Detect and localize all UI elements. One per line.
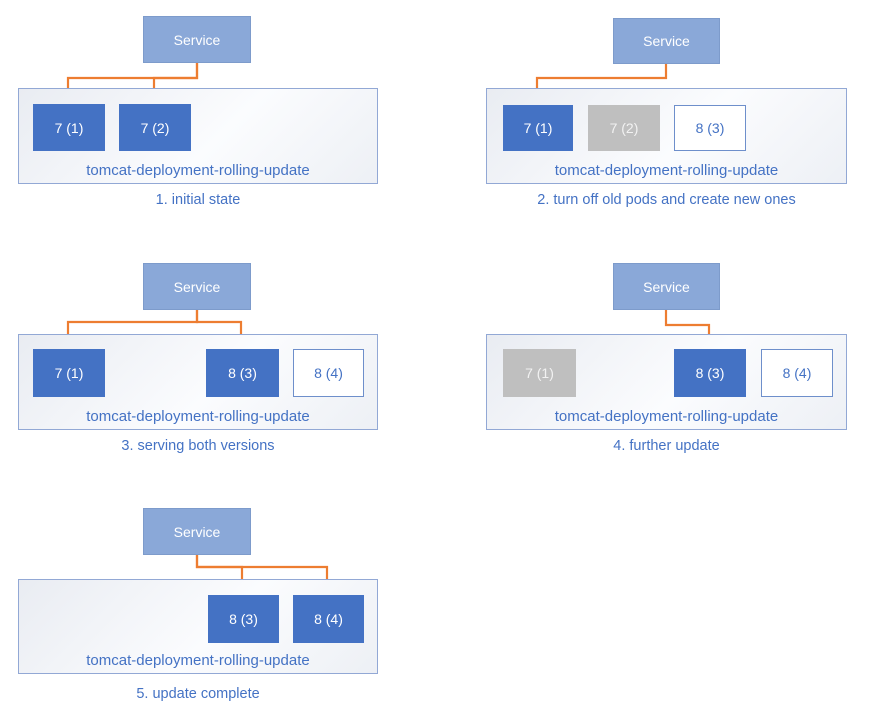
pod-7-1: 7 (1) [33, 349, 105, 397]
pod-8-3: 8 (3) [674, 105, 746, 151]
pod-8-4: 8 (4) [761, 349, 833, 397]
service-box-4: Service [613, 263, 720, 310]
deployment-box-4: 7 (1) 8 (3) 8 (4) tomcat-deployment-roll… [486, 334, 847, 430]
deployment-box-3: 7 (1) 8 (3) 8 (4) tomcat-deployment-roll… [18, 334, 378, 430]
deployment-label-2: tomcat-deployment-rolling-update [554, 162, 779, 179]
pod-7-1: 7 (1) [33, 104, 105, 151]
pod-7-2: 7 (2) [119, 104, 191, 151]
caption-further-update: 4. further update [613, 438, 720, 454]
deployment-label-4: tomcat-deployment-rolling-update [554, 408, 779, 425]
deployment-box-2: 7 (1) 7 (2) 8 (3) tomcat-deployment-roll… [486, 88, 847, 184]
service-box-1: Service [143, 16, 251, 63]
deployment-label-5: tomcat-deployment-rolling-update [86, 652, 310, 669]
service-box-3: Service [143, 263, 251, 310]
deployment-box-1: 7 (1) 7 (2) tomcat-deployment-rolling-up… [18, 88, 378, 184]
pod-8-3: 8 (3) [206, 349, 279, 397]
deployment-box-5: 8 (3) 8 (4) tomcat-deployment-rolling-up… [18, 579, 378, 674]
service-box-2: Service [613, 18, 720, 64]
pod-7-2: 7 (2) [588, 105, 660, 151]
caption-update-complete: 5. update complete [136, 686, 260, 702]
pod-8-4: 8 (4) [293, 349, 364, 397]
pod-8-3: 8 (3) [208, 595, 279, 643]
deployment-label-3: tomcat-deployment-rolling-update [86, 408, 310, 425]
caption-initial-state: 1. initial state [155, 192, 241, 208]
pod-8-4: 8 (4) [293, 595, 364, 643]
pod-8-3: 8 (3) [674, 349, 746, 397]
pod-7-1: 7 (1) [503, 105, 573, 151]
caption-turn-off-old-pods: 2. turn off old pods and create new ones [537, 192, 796, 208]
pod-7-1: 7 (1) [503, 349, 576, 397]
caption-serving-both-versions: 3. serving both versions [121, 438, 275, 454]
deployment-label-1: tomcat-deployment-rolling-update [86, 162, 310, 179]
service-box-5: Service [143, 508, 251, 555]
